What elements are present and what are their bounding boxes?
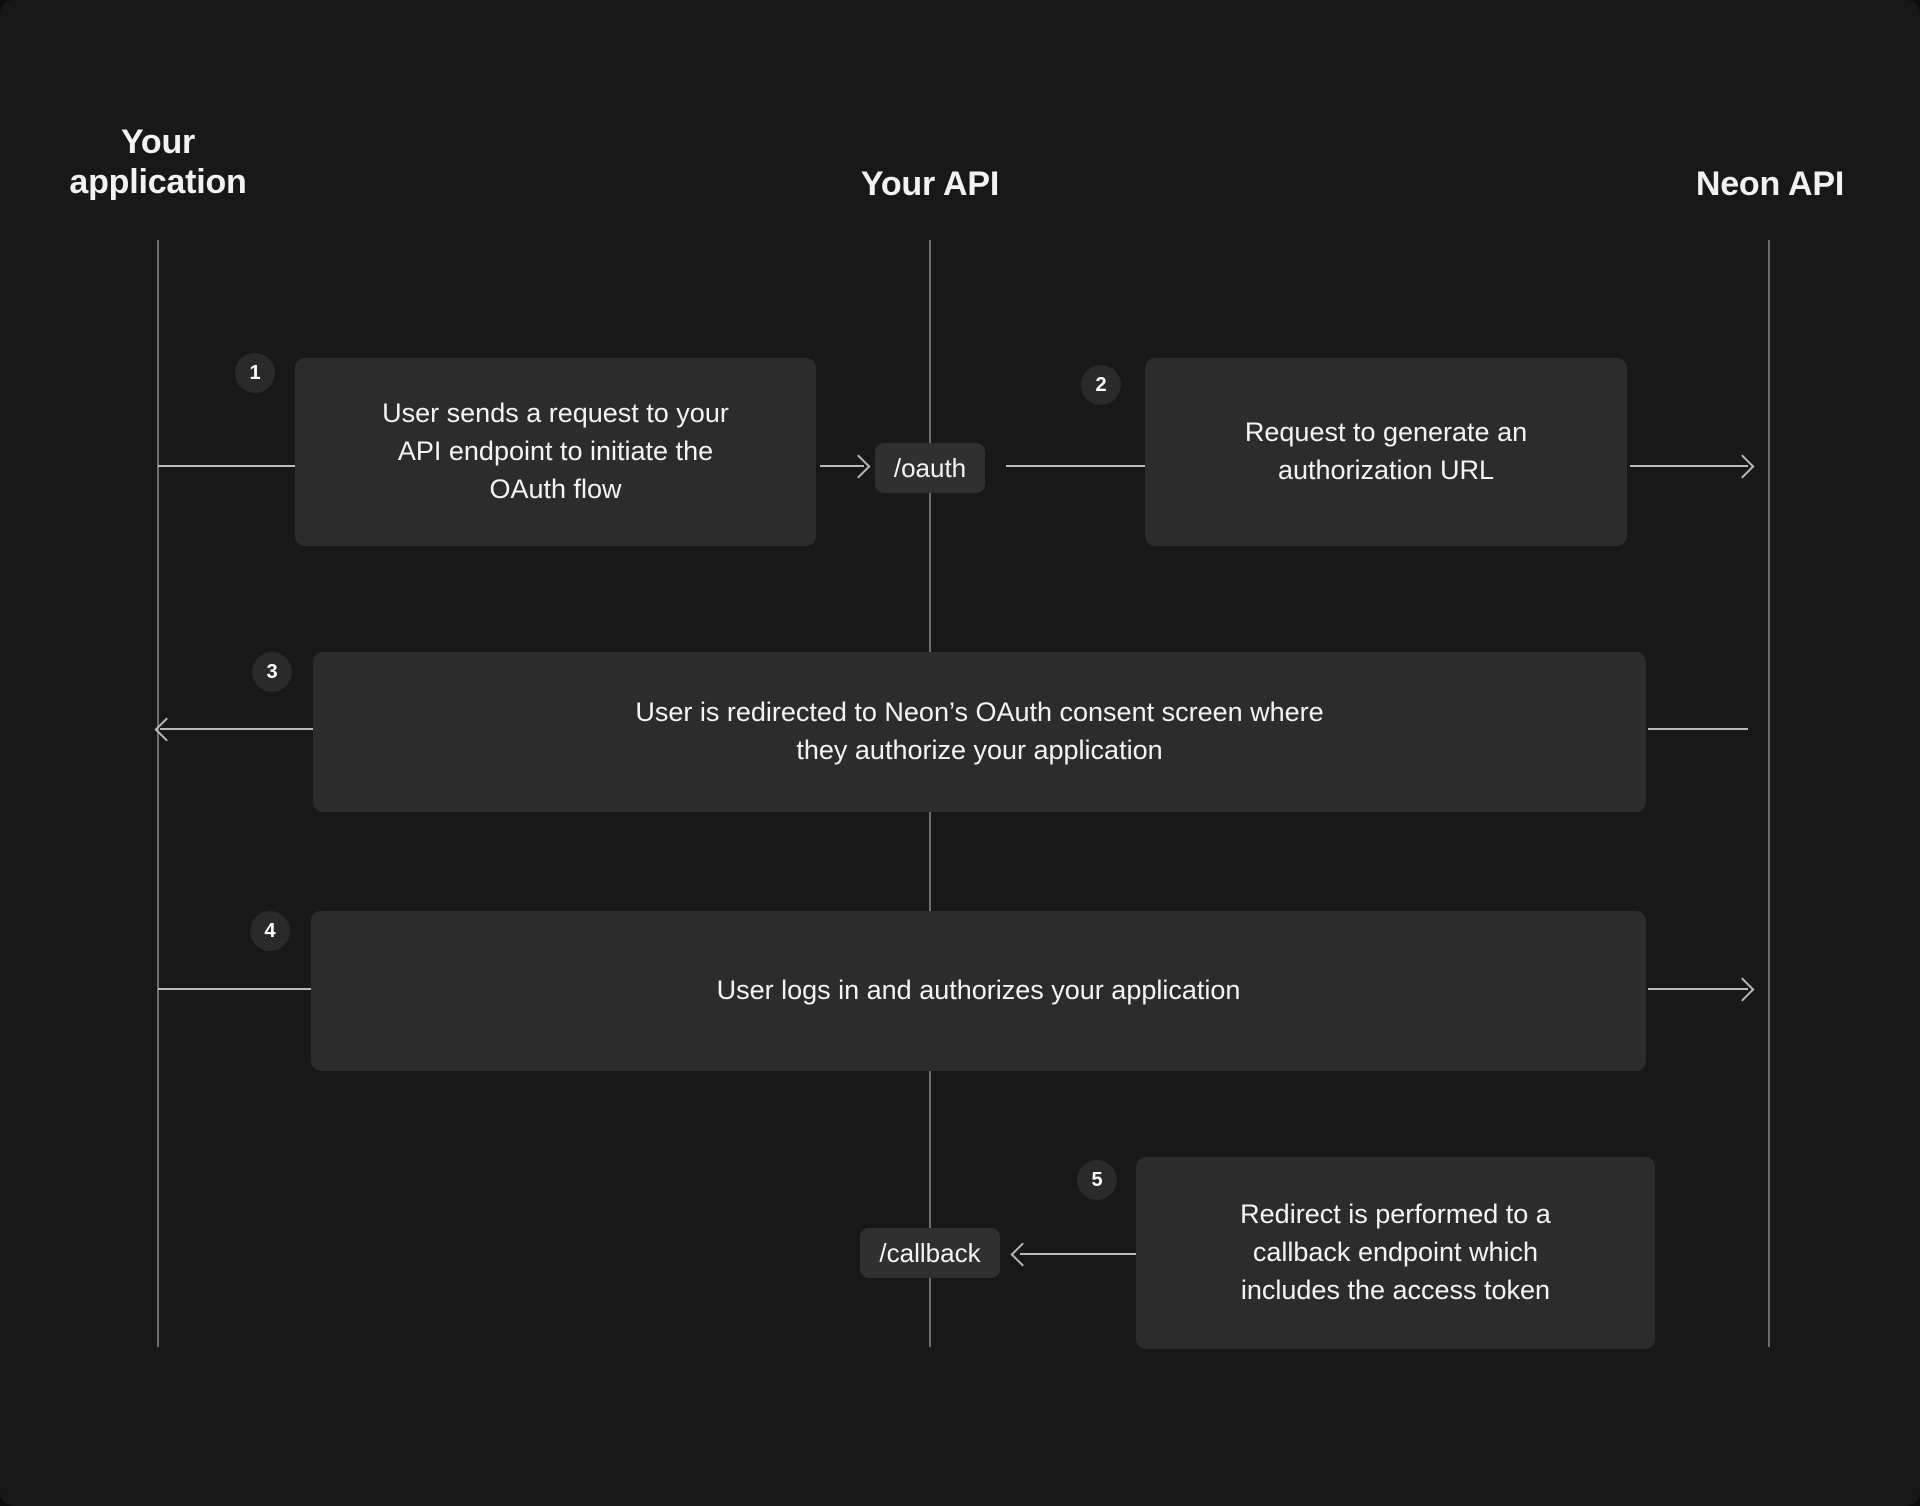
step-box-3: User is redirected to Neon’s OAuth conse… [313, 652, 1646, 812]
lifeline-neon-api [1768, 240, 1770, 1347]
column-header-your-api: Your API [860, 165, 1000, 203]
step-badge-4: 4 [250, 911, 290, 951]
arrowhead-into-callback-endpoint [1010, 1242, 1035, 1267]
column-header-your-application: Your application [69, 123, 247, 202]
arrowhead-into-oauth-endpoint [846, 454, 871, 479]
column-header-neon-api: Neon API [1695, 165, 1845, 203]
step-badge-2: 2 [1081, 365, 1121, 405]
step-text-4: User logs in and authorizes your applica… [716, 975, 1241, 1006]
arrowhead-step4-to-neon-api [1730, 977, 1755, 1002]
step-text-3: User is redirected to Neon’s OAuth conse… [635, 697, 1324, 765]
arrowhead-step2-to-neon-api [1730, 454, 1755, 479]
endpoint-chip-callback: /callback [860, 1228, 1000, 1278]
step-text-2: Request to generate an authorization URL [1244, 417, 1528, 485]
connector-step2-left [1006, 465, 1148, 467]
connector-step4-right [1648, 988, 1748, 990]
step-box-4: User logs in and authorizes your applica… [311, 911, 1646, 1071]
step-text-1: User sends a request to your API endpoin… [382, 398, 729, 504]
step-box-1: User sends a request to your API endpoin… [295, 358, 816, 546]
step-box-2: Request to generate an authorization URL [1145, 358, 1627, 546]
connector-step5-left [1020, 1253, 1140, 1255]
connector-step2-right [1630, 465, 1748, 467]
step-box-5: Redirect is performed to a callback endp… [1136, 1157, 1655, 1349]
step-badge-3: 3 [252, 652, 292, 692]
endpoint-chip-oauth: /oauth [874, 443, 986, 493]
connector-step3-right [1648, 728, 1748, 730]
step-badge-1: 1 [235, 353, 275, 393]
step-text-5: Redirect is performed to a callback endp… [1240, 1199, 1551, 1305]
connector-step1-right [820, 465, 864, 467]
connector-step4-left [158, 988, 313, 990]
step-badge-5: 5 [1077, 1160, 1117, 1200]
connector-step1-left [158, 465, 298, 467]
lifeline-your-application [157, 240, 159, 1347]
connector-step3-left [160, 728, 315, 730]
